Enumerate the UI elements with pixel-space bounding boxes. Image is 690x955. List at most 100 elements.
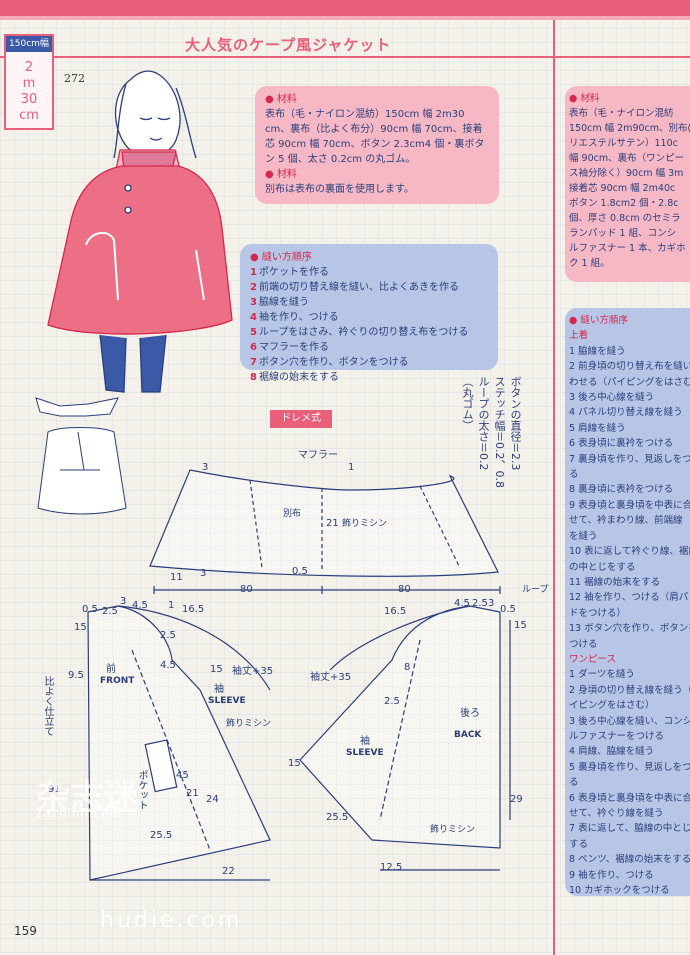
dim-number: 15: [74, 622, 87, 633]
back-en-label: BACK: [454, 730, 482, 740]
dim-number: 12.5: [380, 862, 403, 873]
small-sketches: [35, 397, 127, 515]
dim-number: 21: [186, 788, 199, 799]
right-dress-label: ワンピース: [569, 653, 617, 665]
right-step-line: 9 表身頃と裏身頃を中表に合わ: [569, 499, 690, 511]
right-step-line: る: [569, 777, 579, 789]
dim-number: 0.5: [82, 604, 98, 615]
back-pattern: [299, 605, 511, 871]
materials-box: ● 材料 表布（毛・ナイロン混紡）150cm 幅 2m30 cm、裏布（比よく布…: [255, 86, 499, 204]
front-sleeve-en: SLEEVE: [208, 696, 246, 706]
dim-number: 80: [398, 584, 411, 595]
right-step-line: ドをつける）: [569, 607, 627, 619]
page-number: 159: [14, 924, 37, 938]
column-divider: [553, 20, 555, 955]
right-step-line: 3 後ろ中心線を縫い、コンシー: [569, 715, 690, 727]
back-kazari-label: 飾りミシン: [430, 825, 476, 835]
dim-number: 1: [168, 600, 175, 611]
dim-number: 80: [240, 584, 253, 595]
back-sleeve-en: SLEEVE: [346, 748, 384, 758]
right-step-line: 7 表に返して、脇線の中とじを: [569, 823, 690, 835]
right-step-line: せて、衿まわり線、前端線: [569, 515, 683, 527]
front-pattern: [87, 605, 271, 881]
dim-number: 0.5: [500, 604, 516, 615]
dim-number: 21: [326, 518, 339, 529]
kazari-label: 飾りミシン: [342, 519, 388, 529]
materials-note-header: ● 材料: [265, 169, 297, 180]
dim-number: 2.5: [472, 598, 488, 609]
dim-number: 9.5: [68, 670, 84, 681]
dim-number: 25.5: [150, 830, 173, 841]
right-step-line: 2 身頃の切り替え線を縫う（パ: [569, 684, 690, 696]
dim-number: 16.5: [182, 604, 205, 615]
right-step-line: 7 裏身頃を作り、見返しをつけ: [569, 453, 690, 465]
button-note-3: ループの太さ＝0.2: [477, 376, 490, 471]
dim-number: 15: [288, 758, 301, 769]
right-step-line: わせる（パイピングをはさむ: [569, 376, 690, 388]
materials-header: ● 材料: [265, 94, 297, 105]
right-step-line: 1 脇線を縫う: [569, 345, 626, 357]
loop-label: ループ: [522, 585, 549, 595]
dim-number: 15: [210, 664, 223, 675]
right-step-line: る: [569, 469, 579, 481]
dim-number: 2.5: [102, 606, 118, 617]
dim-number: 3: [488, 598, 495, 609]
right-mat-line: 幅 90cm、裏布（ワンピー: [569, 153, 685, 164]
fabric-size-box: 150cm幅 2 m 30 cm: [4, 34, 54, 130]
watermark-logo: 杂志迷: [36, 778, 138, 818]
dim-number: 2.5: [160, 630, 176, 641]
right-step-line: 3 後ろ中心線を縫う: [569, 392, 655, 404]
dim-number: 45: [176, 770, 189, 781]
right-step-line: 12 袖を作り、つける（肩パッ: [569, 592, 690, 604]
right-step-line: 5 裏身頃を作り、見返しをつけ: [569, 761, 690, 773]
materials-note: 別布は表布の裏面を使用します。: [265, 184, 414, 195]
fabric-length-4: cm: [19, 108, 39, 123]
method-tag: ドレメ式: [270, 410, 332, 428]
fabric-length-1: 2: [24, 60, 34, 75]
dim-number: 3: [120, 596, 127, 607]
header-rule: [0, 56, 690, 58]
front-sleeve-label: 袖: [214, 684, 224, 695]
right-step-line: 9 袖を作り、つける: [569, 869, 654, 881]
dim-number: 11: [170, 572, 183, 583]
right-materials-box: ● 材料 表布（毛・ナイロン混紡 150cm 幅 2m90cm、別布( リエステ…: [565, 86, 690, 282]
model-illustration: [47, 70, 233, 393]
fabric-width: 150cm幅: [6, 36, 52, 52]
pattern-number: 272: [64, 72, 85, 85]
right-step-line: せて、衿ぐり線を縫う: [569, 808, 664, 819]
right-mat-line: 150cm 幅 2m90cm、別布(: [569, 123, 690, 134]
button-note-2: ステッチ幅＝0.2、0.8: [493, 376, 506, 488]
dim-number: 4.5: [454, 598, 470, 609]
dim-number: 25.5: [326, 812, 349, 823]
right-mat-line: リエステルサテン）110c: [569, 138, 678, 149]
dim-number: 2.5: [384, 696, 400, 707]
right-mat-line: ク 1 組。: [569, 258, 610, 269]
top-band-light: [0, 16, 690, 20]
hiyoku-label: 比よく仕立て: [42, 676, 53, 736]
dim-number: 15: [514, 620, 527, 631]
right-mat-line: ボタン 1.8cm2 個・2.8c: [569, 198, 679, 209]
watermark-url: zazhimi.com: [36, 806, 123, 820]
sleeve-length-front: 袖丈+35: [232, 666, 274, 677]
right-step-line: 8 ベンツ、裾線の始末をする: [569, 854, 690, 866]
top-band: [0, 0, 690, 16]
dim-number: 91: [48, 784, 61, 795]
betsununo-label: 別布: [283, 509, 302, 519]
back-label: 後ろ: [460, 708, 480, 719]
right-steps-header: ● 縫い方順序: [569, 315, 628, 326]
materials-text: 表布（毛・ナイロン混紡）150cm 幅 2m30 cm、裏布（比よく布分）90c…: [265, 109, 485, 165]
muffler-pattern: [149, 469, 501, 594]
dim-number: 3: [200, 568, 207, 579]
right-step-line: 5 肩線を縫う: [569, 422, 626, 434]
pocket-label: ポケット: [136, 770, 147, 810]
muffler-label: マフラー: [298, 450, 338, 461]
back-sleeve-label: 袖: [360, 736, 370, 747]
fabric-length-3: 30: [20, 92, 38, 107]
right-step-line: する: [569, 838, 589, 850]
right-step-line: 4 肩線、脇線を縫う: [569, 746, 655, 758]
